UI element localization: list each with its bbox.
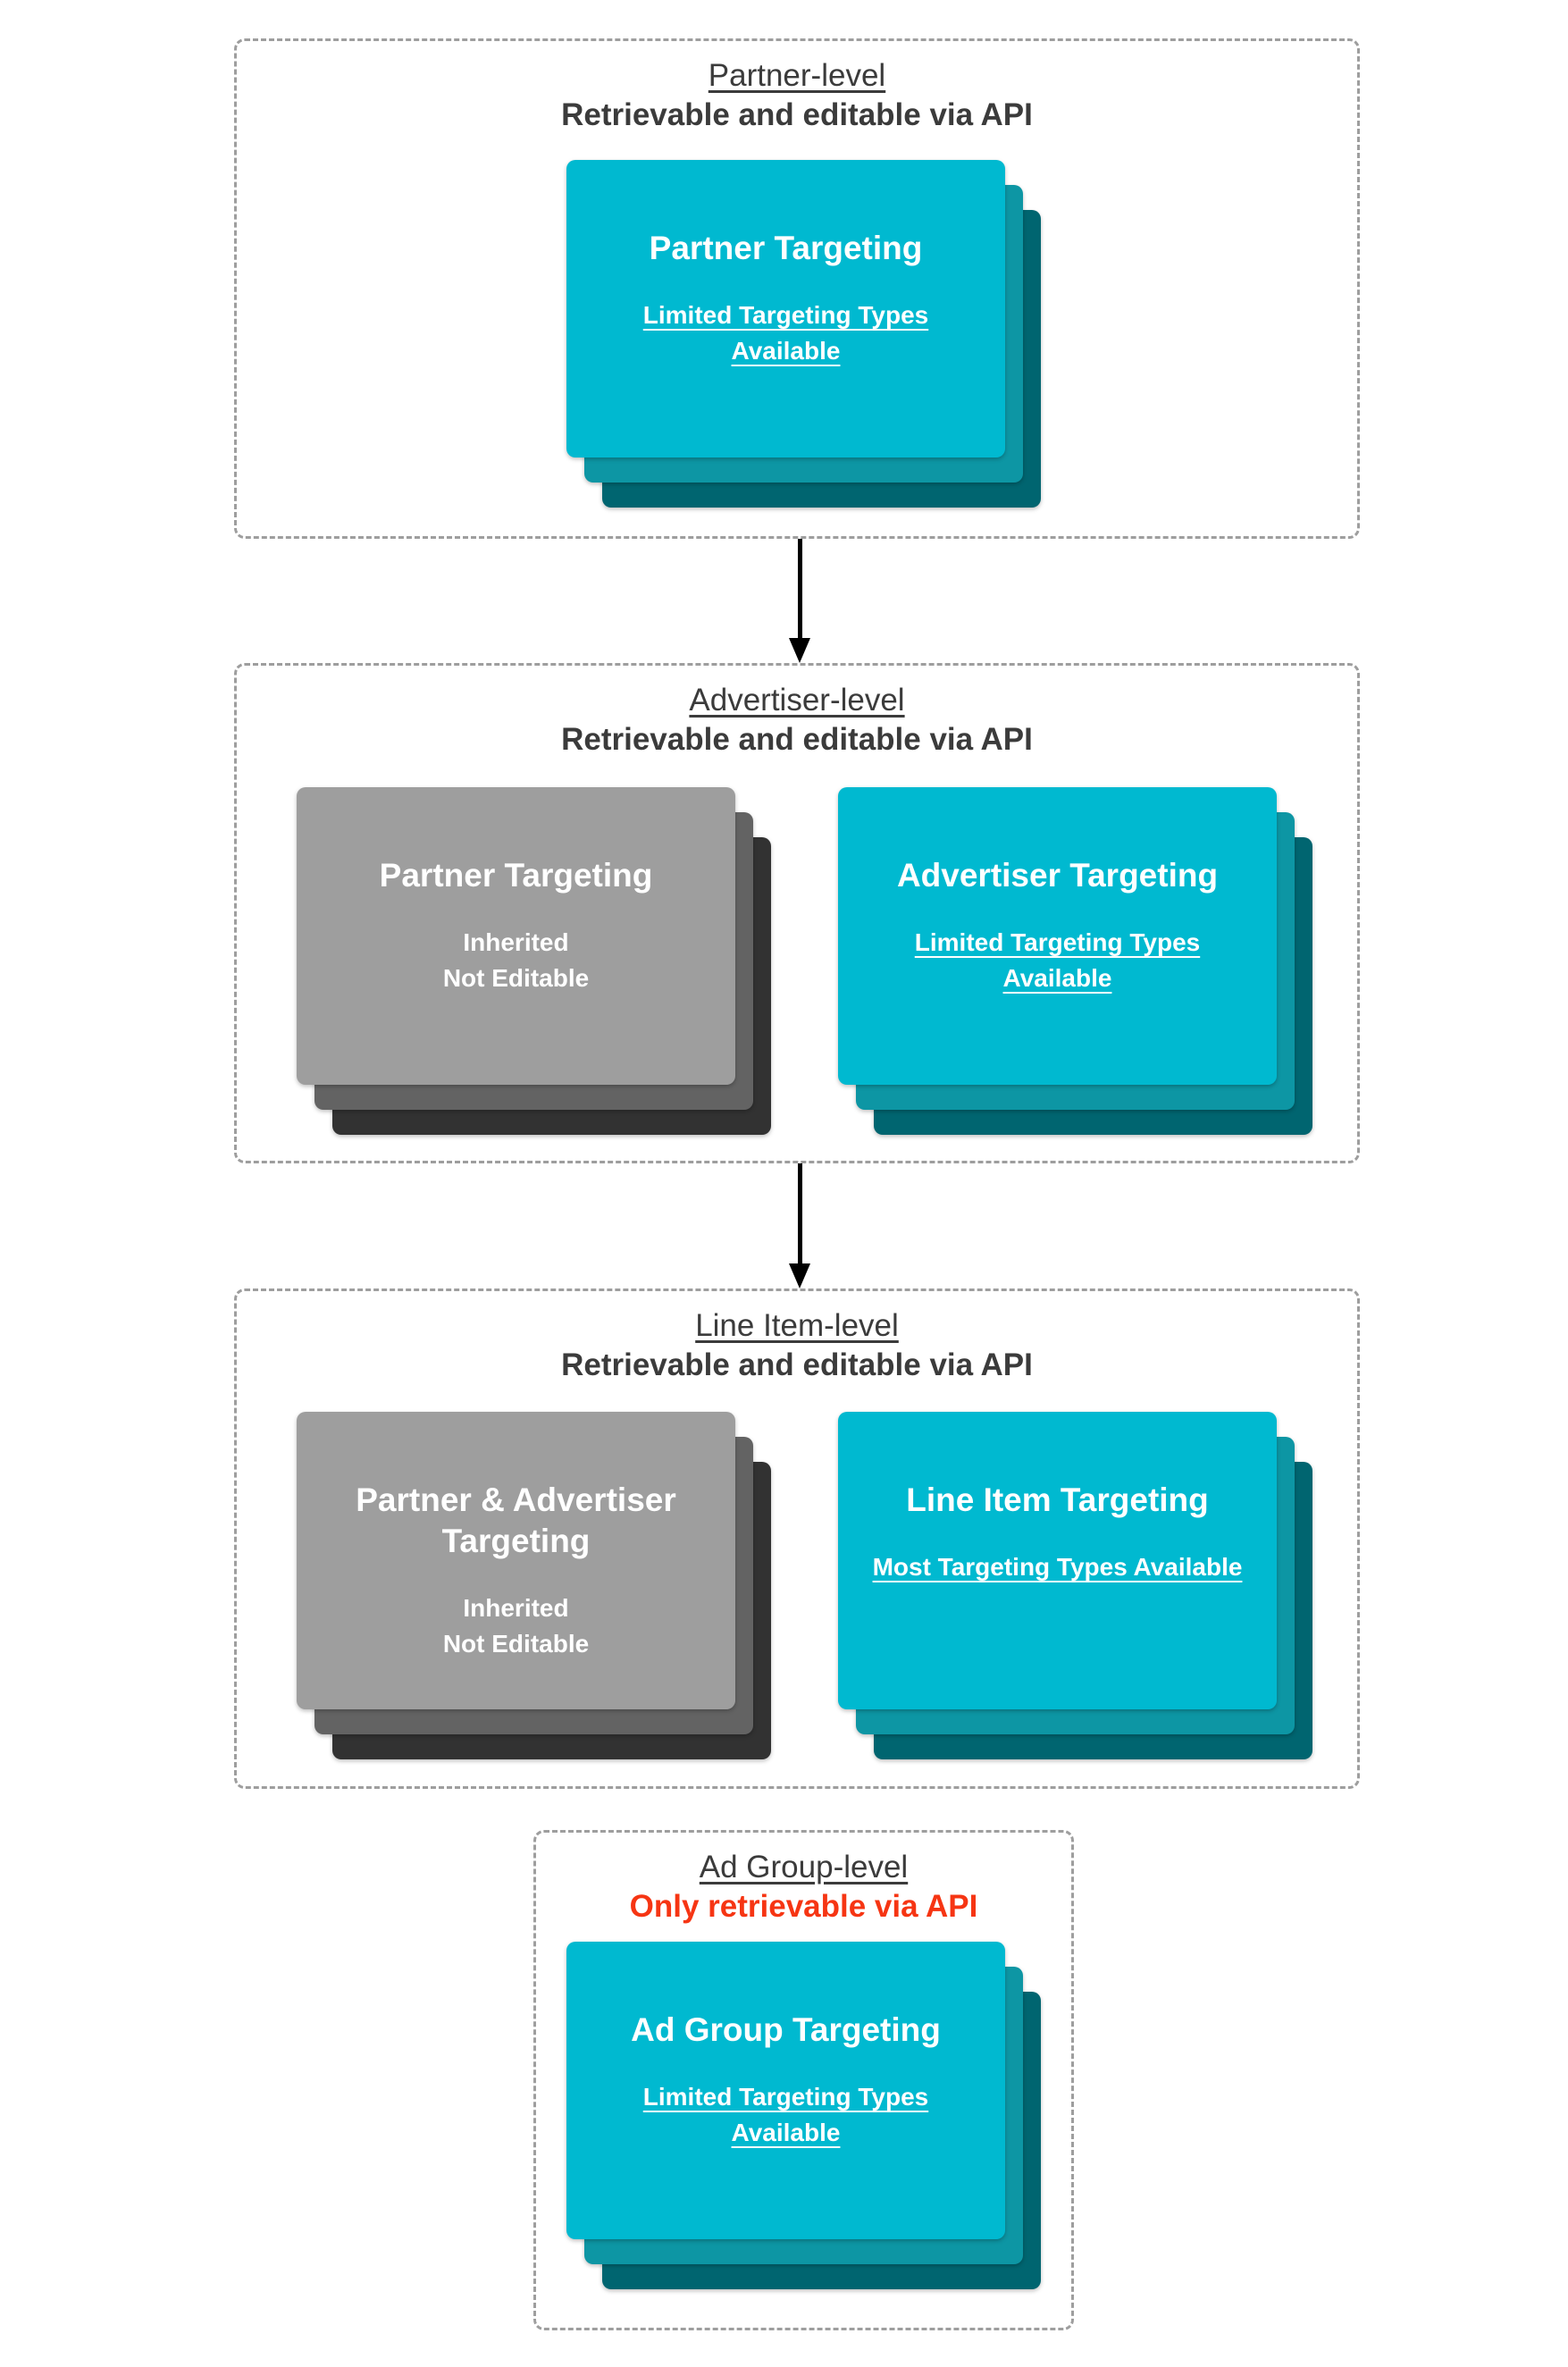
card-advertiser-targeting: Advertiser Targeting Limited Targeting T…: [838, 787, 1277, 1085]
arrow-head-icon: [789, 638, 810, 663]
section-subtitle: Retrievable and editable via API: [561, 722, 1033, 757]
card-subtitle: Inherited: [463, 1594, 569, 1622]
card-stack-inherited-partner-advertiser-targeting: Partner & Advertiser Targeting Inherited…: [297, 1412, 771, 1759]
section-title: Line Item-level: [695, 1308, 899, 1343]
section-subtitle: Retrievable and editable via API: [561, 97, 1033, 132]
section-advertiser-level: Advertiser-level Retrievable and editabl…: [234, 663, 1360, 1163]
flow-arrow-down-2: [789, 1163, 810, 1288]
section-partner-level: Partner-level Retrievable and editable v…: [234, 38, 1360, 539]
card-inherited-partner-advertiser-targeting: Partner & Advertiser Targeting Inherited…: [297, 1412, 735, 1709]
card-stack-line-item-targeting: Line Item Targeting Most Targeting Types…: [838, 1412, 1312, 1759]
card-partner-targeting: Partner Targeting Limited Targeting Type…: [566, 160, 1005, 457]
card-subtitle: Limited Targeting Types Available: [642, 2083, 929, 2146]
card-subtitle: Not Editable: [442, 1630, 590, 1658]
section-subtitle: Only retrievable via API: [629, 1889, 978, 1924]
card-subtitle: Limited Targeting Types Available: [914, 928, 1201, 992]
card-stack-ad-group-targeting: Ad Group Targeting Limited Targeting Typ…: [566, 1942, 1041, 2289]
section-line-item-level: Line Item-level Retrievable and editable…: [234, 1288, 1360, 1789]
card-title: Advertiser Targeting: [896, 857, 1219, 894]
card-subtitle: Not Editable: [442, 964, 590, 992]
arrow-head-icon: [789, 1263, 810, 1288]
card-title: Line Item Targeting: [906, 1481, 1209, 1518]
card-stack-advertiser-targeting: Advertiser Targeting Limited Targeting T…: [838, 787, 1312, 1135]
card-subtitle: Most Targeting Types Available: [872, 1553, 1243, 1581]
card-stack-partner-targeting: Partner Targeting Limited Targeting Type…: [566, 160, 1041, 508]
card-title: Partner & Advertiser Targeting: [356, 1481, 676, 1559]
section-title: Ad Group-level: [699, 1850, 909, 1884]
arrow-line: [797, 1163, 802, 1263]
card-stack-inherited-partner-targeting: Partner Targeting Inherited Not Editable: [297, 787, 771, 1135]
card-title: Partner Targeting: [649, 230, 923, 266]
section-subtitle: Retrievable and editable via API: [561, 1347, 1033, 1382]
flow-arrow-down-1: [789, 539, 810, 663]
section-title: Partner-level: [708, 58, 886, 93]
section-title: Advertiser-level: [689, 683, 905, 718]
arrow-line: [797, 539, 802, 638]
card-ad-group-targeting: Ad Group Targeting Limited Targeting Typ…: [566, 1942, 1005, 2239]
card-subtitle: Inherited: [463, 928, 569, 956]
card-title: Ad Group Targeting: [631, 2011, 941, 2048]
card-subtitle: Limited Targeting Types Available: [642, 301, 929, 365]
card-title: Partner Targeting: [379, 857, 653, 894]
section-ad-group-level: Ad Group-level Only retrievable via API …: [533, 1830, 1074, 2330]
card-inherited-partner-targeting: Partner Targeting Inherited Not Editable: [297, 787, 735, 1085]
card-line-item-targeting: Line Item Targeting Most Targeting Types…: [838, 1412, 1277, 1709]
